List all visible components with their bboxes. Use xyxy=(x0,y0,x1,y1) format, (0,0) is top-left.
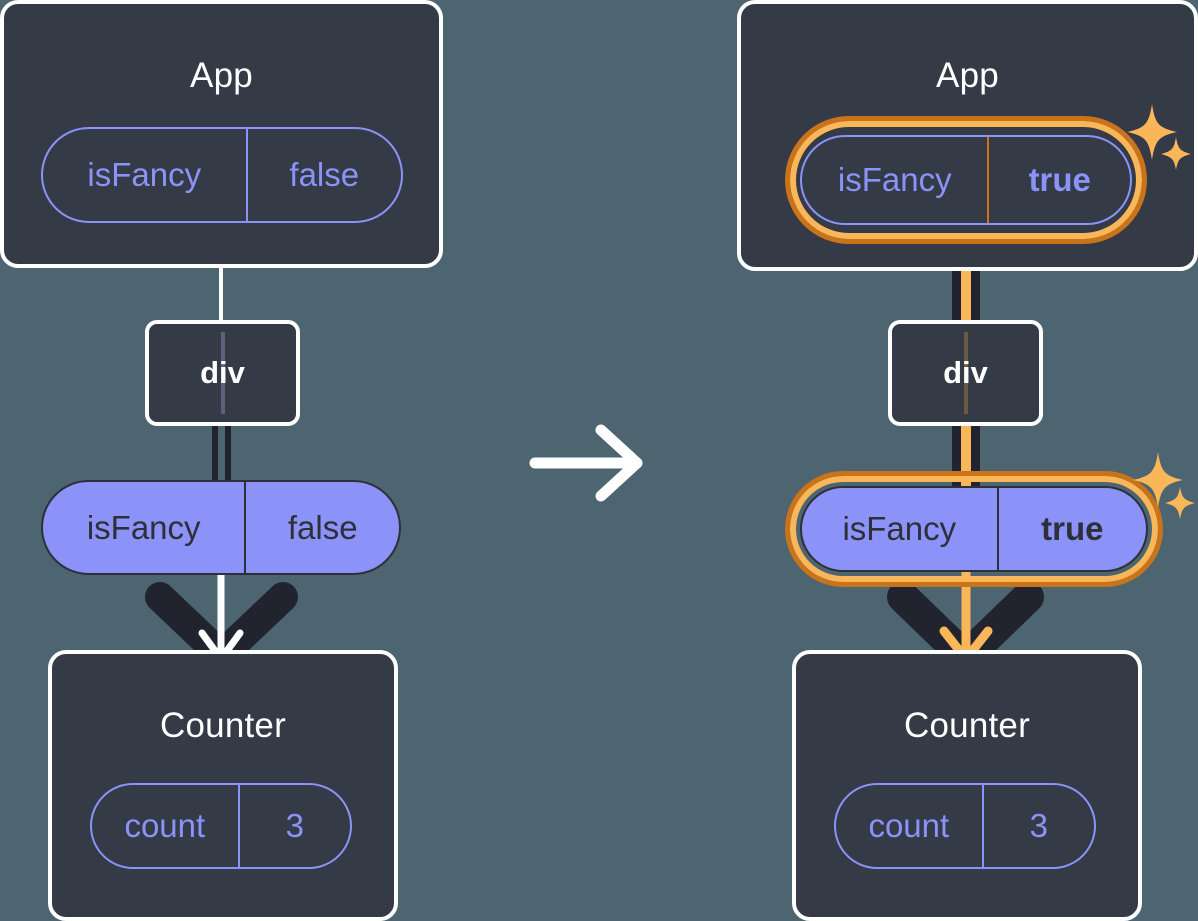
right-prop-separator xyxy=(996,488,999,570)
left-prop-separator xyxy=(244,482,247,573)
left-div-label: div xyxy=(200,355,245,390)
connector-right-app-to-div-b xyxy=(971,215,980,335)
connector-right-div-to-prop xyxy=(952,412,961,494)
left-counter-box: Counter xyxy=(48,650,398,921)
left-app-state-value: false xyxy=(289,156,360,193)
right-counter-state-pill: count 3 xyxy=(834,783,1096,869)
right-app-state-pill: isFancy true xyxy=(800,135,1132,225)
left-prop-to-counter-arrow-white xyxy=(198,565,244,663)
right-div-label: div xyxy=(943,355,988,390)
right-prop-key: isFancy xyxy=(842,510,957,547)
connector-right-div-to-prop-accent xyxy=(961,412,971,494)
left-counter-state-separator xyxy=(237,785,240,867)
left-counter-title: Counter xyxy=(160,706,286,745)
right-counter-state-separator xyxy=(981,785,984,867)
transition-arrow-icon xyxy=(529,424,643,502)
connector-right-app-to-div-accent xyxy=(961,215,971,335)
right-counter-title: Counter xyxy=(904,706,1030,745)
left-prop-key: isFancy xyxy=(86,508,201,546)
left-counter-state-value: 3 xyxy=(285,807,304,844)
connector-left-div-to-prop-b xyxy=(225,412,231,492)
right-app-state-value: true xyxy=(1028,161,1091,198)
right-prop-to-counter-arrow-accent xyxy=(939,565,993,664)
right-div-box: div xyxy=(888,320,1043,426)
right-counter-state-value: 3 xyxy=(1029,807,1048,844)
right-div-inner-line xyxy=(963,332,968,414)
left-counter-state-pill: count 3 xyxy=(90,783,352,869)
left-app-state-separator xyxy=(245,129,248,221)
right-app-state-key: isFancy xyxy=(837,161,952,198)
right-prop-to-counter-arrow-dark xyxy=(887,581,1044,673)
left-prop-value: false xyxy=(287,508,358,546)
connector-left-div-to-prop xyxy=(212,412,218,492)
connector-right-div-to-prop-b xyxy=(971,412,980,494)
left-counter-state-key: count xyxy=(124,807,206,844)
right-prop-pill: isFancy true xyxy=(800,486,1148,572)
left-div-inner-line xyxy=(220,332,225,414)
left-app-state-pill: isFancy false xyxy=(41,127,403,223)
left-app-title: App xyxy=(190,56,253,95)
connector-right-app-to-div xyxy=(952,215,961,335)
left-app-state-key: isFancy xyxy=(87,156,202,193)
right-counter-state-key: count xyxy=(868,807,950,844)
connector-left-app-to-div xyxy=(219,220,223,330)
left-div-box: div xyxy=(145,320,300,426)
right-app-state-separator xyxy=(987,137,990,223)
left-prop-to-counter-arrow-dark xyxy=(145,582,298,670)
right-app-title: App xyxy=(936,56,999,95)
right-prop-value: true xyxy=(1041,510,1104,547)
left-prop-pill: isFancy false xyxy=(41,480,401,575)
